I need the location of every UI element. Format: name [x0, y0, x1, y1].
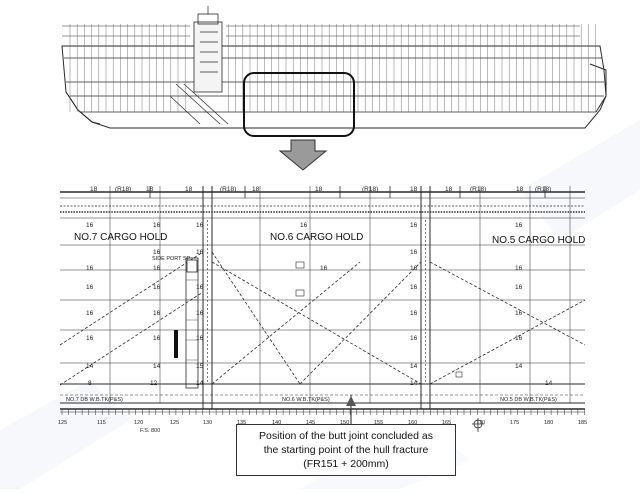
frame-number: 150 [340, 420, 349, 426]
label-18: 18 [410, 186, 418, 193]
label-8: 8 [88, 380, 92, 387]
label-16: 16 [515, 335, 523, 342]
label-16: 16 [196, 335, 204, 342]
label-16: 16 [410, 249, 418, 256]
label-r18: (R18) [115, 186, 131, 193]
label-14: 14 [410, 363, 418, 370]
row-labels: 18 (R18) 18 18 (R18) 18 18 (R18) 18 18 (… [86, 186, 553, 387]
label-r18: (R18) [535, 186, 551, 193]
label-16: 16 [153, 284, 161, 291]
frame-number: 145 [306, 420, 315, 426]
frame-ruler [60, 409, 585, 415]
label-16: 16 [196, 222, 204, 229]
label-16: 16 [153, 265, 161, 272]
label-16: 16 [300, 222, 308, 229]
frame-number: 135 [237, 420, 246, 426]
frame-number: 160 [408, 420, 417, 426]
hold-no7-label: NO.7 CARGO HOLD [74, 232, 167, 243]
label-14: 14 [410, 380, 418, 387]
callout-line-1: Position of the butt joint concluded as [259, 430, 433, 442]
label-14: 14 [515, 363, 523, 370]
label-16: 16 [196, 310, 204, 317]
label-r18: (R18) [470, 186, 486, 193]
label-16: 16 [410, 310, 418, 317]
label-16: 16 [515, 265, 523, 272]
detail-section [59, 186, 586, 424]
frame-number: 125 [170, 420, 179, 426]
frame-number: 170 [476, 420, 485, 426]
label-16: 16 [410, 284, 418, 291]
frame-number: 165 [442, 420, 451, 426]
side-port-label: SIDE PORT SP [152, 256, 191, 262]
frame-number: 185 [578, 420, 587, 426]
label-12: 12 [150, 380, 158, 387]
leader-arrow-icon [346, 396, 356, 406]
centerline-icon [472, 418, 484, 432]
label-14: 14 [86, 363, 94, 370]
frame-number: 155 [374, 420, 383, 426]
highlight-box [243, 72, 355, 137]
label-16: 16 [410, 265, 418, 272]
label-18: 18 [185, 186, 193, 193]
down-arrow-icon [278, 139, 328, 171]
frame-number: 175 [510, 420, 519, 426]
profile-bays [69, 24, 596, 112]
label-16: 16 [515, 284, 523, 291]
label-16: 16 [86, 222, 94, 229]
frame-number: 115 [97, 420, 106, 426]
frame-number: 140 [272, 420, 281, 426]
frame-number: 120 [134, 420, 143, 426]
bottom-right-tank-label: NO.5 DB W.B.TK(P&S) [500, 397, 557, 403]
label-16: 16 [153, 222, 161, 229]
callout-line-3: (FR151 + 200mm) [303, 458, 389, 470]
bottom-left-tank-label: NO.7 DB W.B.TK(P&S) [66, 397, 123, 403]
label-16: 16 [153, 310, 161, 317]
frame-numbers: 125 115 120 125 130 135 140 145 150 155 160 165 170 1… [58, 420, 587, 426]
frame-number: 125 [58, 420, 67, 426]
label-16: 16 [86, 284, 94, 291]
label-16: 16 [196, 284, 204, 291]
label-r18: (R18) [362, 186, 378, 193]
label-16: 16 [153, 335, 161, 342]
label-16: 16 [410, 335, 418, 342]
label-16: 16 [410, 222, 418, 229]
label-16: 16 [320, 265, 328, 272]
label-16: 16 [196, 249, 204, 256]
ship-profile [61, 6, 607, 129]
label-18: 18 [516, 186, 524, 193]
hold-no6-label: NO.6 CARGO HOLD [270, 232, 363, 243]
hold-labels: NO.7 CARGO HOLD NO.6 CARGO HOLD NO.5 CAR… [74, 232, 585, 246]
callout-line-2: the starting point of the hull fracture [263, 444, 429, 456]
label-15: 15 [196, 363, 204, 370]
label-14: 14 [545, 380, 553, 387]
label-16: 16 [515, 222, 523, 229]
label-16: 16 [153, 249, 161, 256]
label-14: 14 [153, 363, 161, 370]
label-16: 16 [86, 335, 94, 342]
label-18: 18 [90, 186, 98, 193]
label-18: 18 [252, 186, 260, 193]
annotations: SIDE PORT SP NO.7 DB W.B.TK(P&S) NO.6 W.… [66, 256, 557, 434]
frame-number: 180 [544, 420, 553, 426]
bottom-mid-tank-label: NO.6 W.B.TK(P&S) [282, 397, 330, 403]
frame-number: 130 [203, 420, 212, 426]
hold-no5-label: NO.5 CARGO HOLD [492, 235, 585, 246]
label-18: 18 [146, 186, 154, 193]
fracture-callout-box: Position of the butt joint concluded as … [236, 424, 456, 476]
label-18: 18 [315, 186, 323, 193]
label-18: 18 [445, 186, 453, 193]
label-16: 16 [86, 265, 94, 272]
label-14: 14 [196, 380, 204, 387]
label-16: 16 [86, 310, 94, 317]
frame-spacing-label: F.S. 800 [140, 428, 160, 434]
label-r18: (R18) [220, 186, 236, 193]
label-16: 16 [515, 310, 523, 317]
